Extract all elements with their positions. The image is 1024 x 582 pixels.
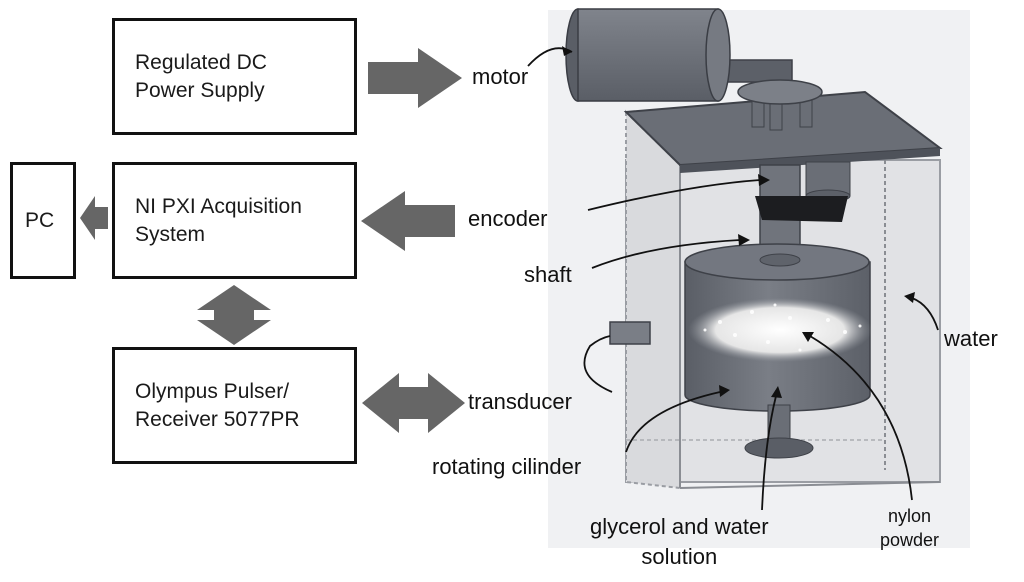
label-solution-line-2: solution [641,544,718,569]
pulley-disc [737,79,823,105]
tank-bottom-line [679,481,941,489]
leader-shaft [591,239,741,269]
label-nylon-powder: nylon powder [880,504,939,552]
arrow-power-to-motor [368,48,462,108]
label-encoder: encoder [468,206,548,231]
label-solution: glycerol and water solution [590,512,769,572]
apparatus-drawing [548,8,970,548]
power-supply-label: Regulated DC Power Supply [135,49,267,105]
arrow-encoder-to-acquisition [361,191,455,251]
arrow-acquisition-to-pc [80,196,108,240]
label-rotating-cylinder: rotating cilinder [432,454,582,479]
label-shaft: shaft [524,262,572,287]
leader-motor-head [562,46,572,56]
pc-box: PC [10,162,76,279]
leader-rotating-cylinder [625,391,721,453]
leader-solution-head [771,386,782,398]
label-motor: motor [472,64,529,89]
acquisition-line-1: NI PXI Acquisition [135,195,302,218]
label-solution-line-1: glycerol and water [590,514,769,539]
shaft-base [759,253,801,267]
transducer-probe [609,321,651,345]
block-arrows [80,48,465,433]
bottom-flange [744,437,814,459]
label-transducer: transducer [468,389,572,414]
label-powder-line-2: powder [880,530,940,550]
pulser-line-2: Receiver 5077PR [135,408,300,431]
leader-solution [761,395,777,511]
leader-shaft-head [738,234,750,246]
label-powder-line-1: nylon [888,506,932,526]
encoder-belt [755,196,848,222]
nylon-powder-cloud [688,298,872,362]
power-supply-box: Regulated DC Power Supply [112,18,357,135]
pulser-receiver-label: Olympus Pulser/ Receiver 5077PR [135,378,300,434]
tank-left-wall [625,109,681,490]
leader-powder-head [802,332,814,342]
arrow-pulser-transducer-bidirectional [362,373,465,433]
leader-encoder-head [758,174,770,186]
leader-encoder [587,179,761,211]
leader-powder [809,335,913,501]
acquisition-system-label: NI PXI Acquisition System [135,193,302,249]
power-supply-line-2: Power Supply [135,79,265,102]
acquisition-line-2: System [135,223,206,246]
pc-label: PC [25,209,55,232]
pulser-line-1: Olympus Pulser/ [135,380,290,403]
label-water: water [944,326,998,351]
leader-lines [527,46,939,511]
leader-water-head [904,292,915,303]
power-supply-line-1: Regulated DC [135,51,267,74]
pulser-receiver-box: Olympus Pulser/ Receiver 5077PR [112,347,357,464]
leader-water [911,297,939,331]
tank-lid-edge [680,148,940,173]
arrow-acquisition-pulser-bidirectional [197,285,271,345]
leader-rotating-cylinder-head [719,385,730,397]
motor-body [577,8,719,102]
leader-transducer [583,335,613,393]
acquisition-system-box: NI PXI Acquisition System [112,162,357,279]
motor-face [705,8,731,102]
